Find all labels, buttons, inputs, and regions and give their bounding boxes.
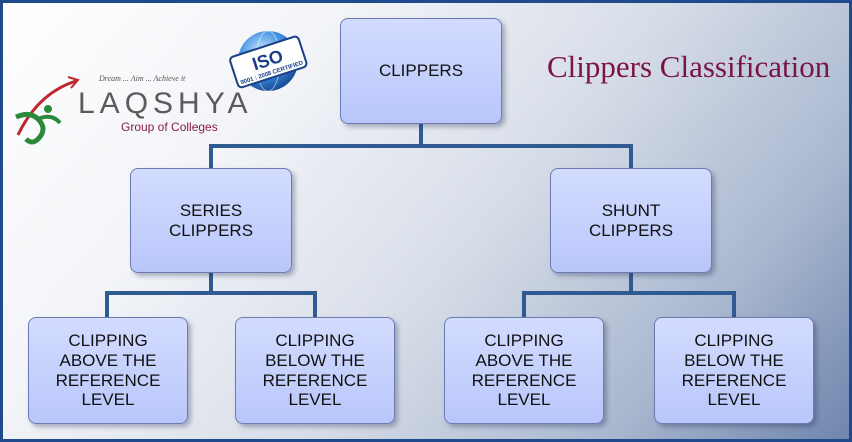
node-series-clipping-below: CLIPPING BELOW THE REFERENCE LEVEL (235, 317, 395, 424)
node-clippers: CLIPPERS (340, 18, 502, 124)
laqshya-emblem-icon (15, 76, 80, 145)
node-series-clipping-above: CLIPPING ABOVE THE REFERENCE LEVEL (28, 317, 188, 424)
node-shunt-clipping-below: CLIPPING BELOW THE REFERENCE LEVEL (654, 317, 814, 424)
node-shunt-clippers: SHUNT CLIPPERS (550, 168, 712, 273)
node-shunt-clipping-above: CLIPPING ABOVE THE REFERENCE LEVEL (444, 317, 604, 424)
logo-subtitle: Group of Colleges (121, 120, 218, 134)
logo-tagline: Dream ... Aim ... Achieve it (99, 74, 186, 83)
iso-seal-icon: ISO 9001 : 2008 CERTIFIED (229, 30, 308, 92)
node-series-clippers: SERIES CLIPPERS (130, 168, 292, 273)
logo-name: LAQSHYA (78, 87, 253, 120)
diagram-title: Clippers Classification (547, 49, 831, 84)
connector-lines (105, 121, 736, 317)
